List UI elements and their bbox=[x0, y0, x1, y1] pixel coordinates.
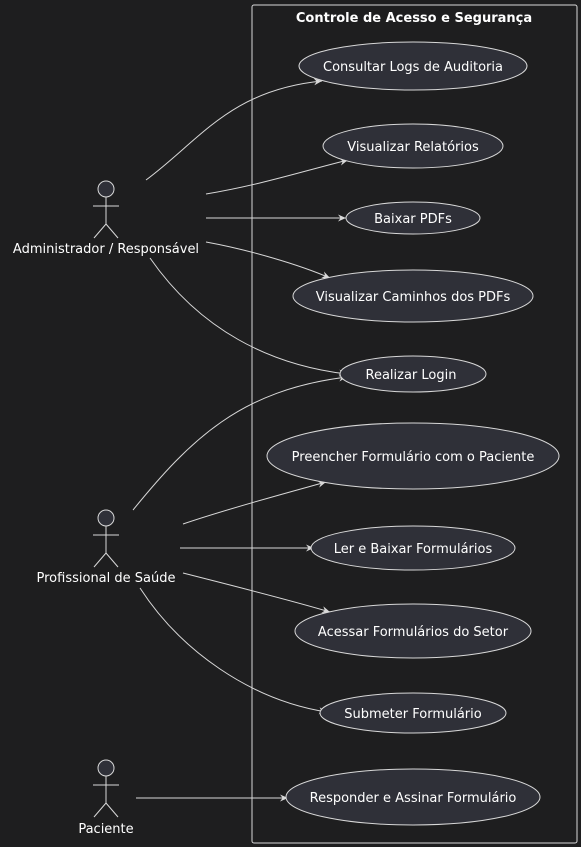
actor-administrador[interactable]: Administrador / Responsável bbox=[13, 180, 199, 257]
assoc-admin-uc1 bbox=[145, 78, 323, 181]
boundary-title: Controle de Acesso e Segurança bbox=[296, 11, 532, 26]
assoc-admin-uc2 bbox=[205, 158, 349, 195]
associations bbox=[132, 78, 349, 802]
use-case-consultar-logs[interactable]: Consultar Logs de Auditoria bbox=[298, 41, 528, 91]
use-case-label: Ler e Baixar Formulários bbox=[334, 542, 493, 557]
use-case-label: Responder e Assinar Formulário bbox=[310, 791, 517, 806]
actor-head bbox=[97, 180, 115, 198]
use-case-label: Baixar PDFs bbox=[374, 212, 452, 227]
use-case-realizar-login[interactable]: Realizar Login bbox=[339, 355, 487, 393]
assoc-health-uc9 bbox=[139, 587, 328, 715]
use-case-label: Visualizar Relatórios bbox=[347, 140, 479, 155]
use-case-responder-assinar[interactable]: Responder e Assinar Formulário bbox=[285, 768, 541, 826]
actor-paciente[interactable]: Paciente bbox=[78, 759, 134, 837]
actor-head bbox=[97, 759, 115, 777]
actor-profissional-saude[interactable]: Profissional de Saúde bbox=[37, 509, 176, 586]
actor-head bbox=[97, 509, 115, 527]
use-case-baixar-pdfs[interactable]: Baixar PDFs bbox=[345, 201, 481, 235]
use-case-preencher-formulario[interactable]: Preencher Formulário com o Paciente bbox=[266, 422, 560, 490]
use-case-label: Preencher Formulário com o Paciente bbox=[292, 450, 535, 465]
actor-label: Administrador / Responsável bbox=[13, 242, 199, 257]
use-case-label: Consultar Logs de Auditoria bbox=[323, 60, 503, 75]
use-case-label: Submeter Formulário bbox=[344, 707, 481, 722]
system-boundary: Controle de Acesso e Segurança bbox=[251, 4, 578, 844]
assoc-health-uc8 bbox=[182, 572, 331, 614]
use-case-label: Visualizar Caminhos dos PDFs bbox=[316, 290, 511, 305]
use-case-submeter-formulario[interactable]: Submeter Formulário bbox=[319, 692, 507, 734]
assoc-admin-uc4 bbox=[205, 241, 331, 279]
use-case-label: Acessar Formulários do Setor bbox=[318, 625, 509, 640]
use-case-label: Realizar Login bbox=[366, 368, 457, 383]
use-case-acessar-setor[interactable]: Acessar Formulários do Setor bbox=[294, 603, 532, 659]
actor-label: Profissional de Saúde bbox=[37, 571, 176, 586]
use-case-ler-baixar[interactable]: Ler e Baixar Formulários bbox=[310, 525, 516, 571]
assoc-health-uc5 bbox=[132, 374, 348, 511]
use-case-visualizar-relatorios[interactable]: Visualizar Relatórios bbox=[322, 123, 504, 169]
use-case-visualizar-caminhos[interactable]: Visualizar Caminhos dos PDFs bbox=[292, 269, 534, 323]
actor-label: Paciente bbox=[78, 822, 133, 837]
assoc-admin-uc5 bbox=[149, 257, 348, 377]
assoc-health-uc6 bbox=[182, 480, 327, 525]
